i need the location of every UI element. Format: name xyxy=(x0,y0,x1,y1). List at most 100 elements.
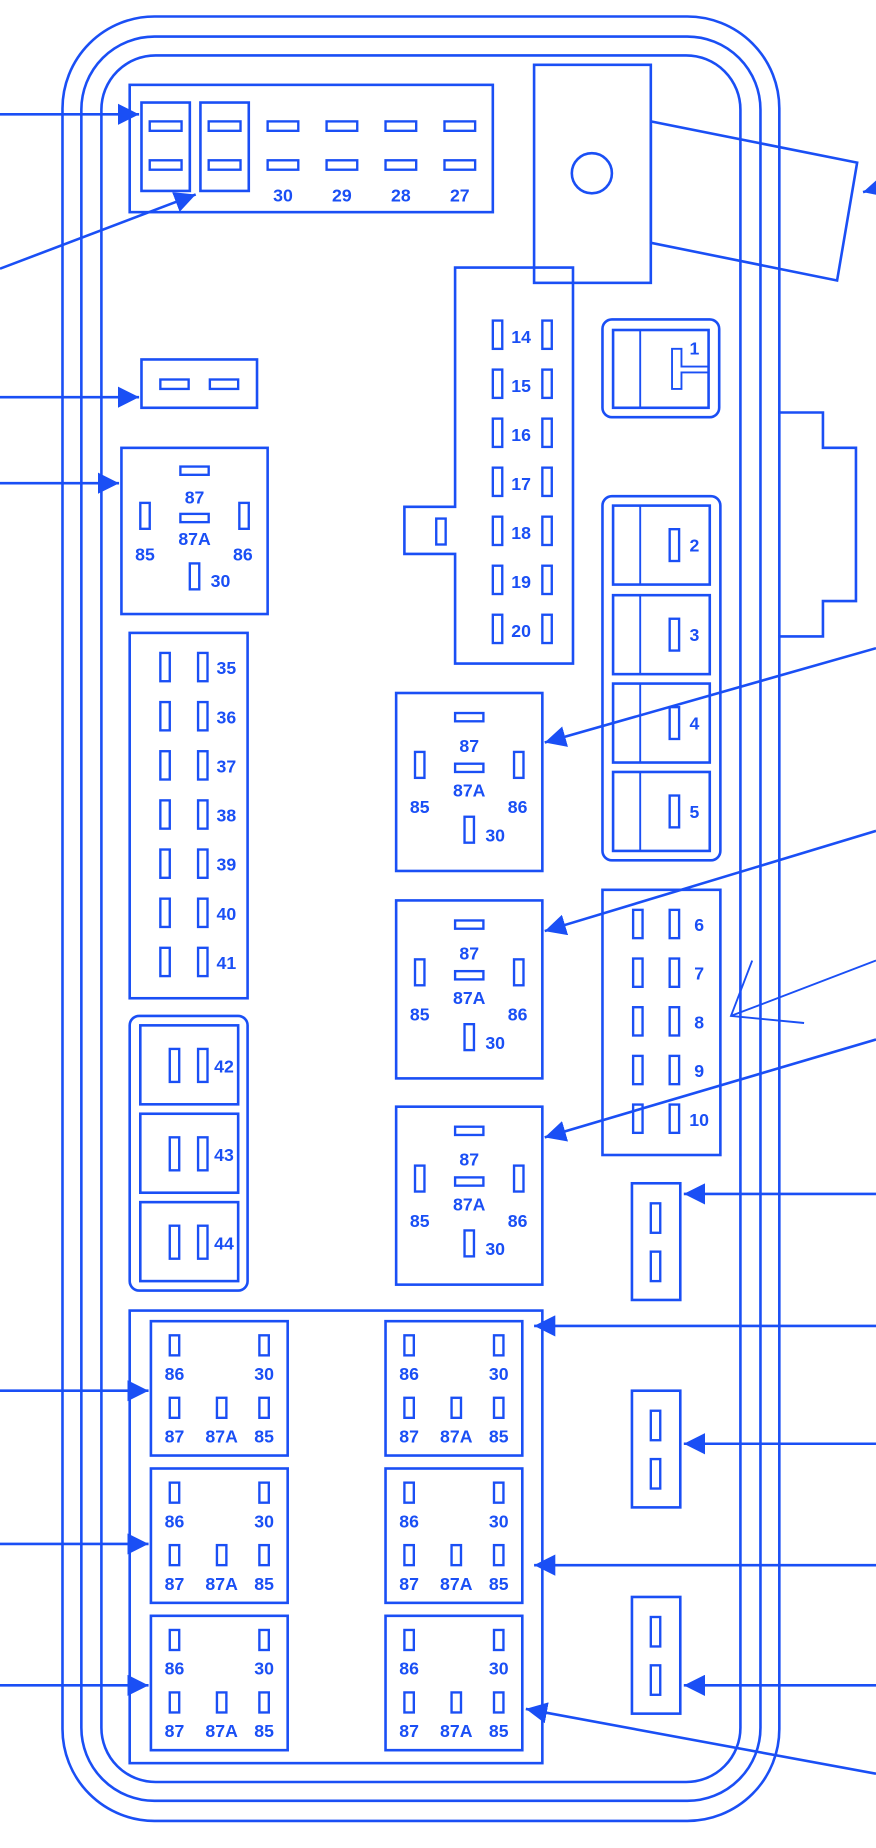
fuse-terminal xyxy=(541,368,553,400)
terminal-87 xyxy=(403,1543,416,1567)
side-connector-tab xyxy=(778,411,858,638)
right-cartridge-outline xyxy=(601,494,722,862)
fuse-number: 42 xyxy=(214,1057,234,1077)
pin-label-30: 30 xyxy=(485,1239,505,1259)
pin-label-85: 85 xyxy=(254,1427,274,1447)
callout-arrow xyxy=(0,192,197,270)
fuse-number: 38 xyxy=(217,806,237,826)
fuse-terminal xyxy=(668,794,681,829)
terminal-87 xyxy=(453,1125,485,1137)
terminal-87a xyxy=(453,1176,485,1187)
mini-fuse-19: 19 xyxy=(491,564,553,596)
fuse-terminal xyxy=(668,528,681,563)
pin-label-87a: 87A xyxy=(440,1721,473,1741)
fuse-terminal xyxy=(443,120,477,132)
fuse-clip xyxy=(671,347,709,390)
pin-label-85: 85 xyxy=(410,797,430,817)
fuse-terminal xyxy=(325,159,359,171)
large-fuse-1 xyxy=(140,101,192,193)
mini-fuse-17: 17 xyxy=(491,466,553,498)
fuse-terminal xyxy=(541,417,553,449)
fuse-number: 30 xyxy=(273,186,293,206)
mini-fuse-38: 38 xyxy=(159,799,237,830)
fuse-number: 15 xyxy=(511,376,531,396)
relay-outline xyxy=(149,1614,289,1752)
fuse-terminal xyxy=(196,848,209,879)
terminal-87a xyxy=(215,1691,228,1714)
fuse-terminal xyxy=(148,159,183,171)
terminal-86 xyxy=(512,958,525,987)
fuse-terminal xyxy=(159,946,171,978)
callout-arrow xyxy=(862,176,876,197)
fuse-terminal xyxy=(207,120,242,132)
fuse-terminal xyxy=(668,1103,681,1135)
fuse-terminal xyxy=(196,750,209,781)
terminal-87 xyxy=(168,1691,181,1714)
mini-fuse-37: 37 xyxy=(159,750,236,781)
relay-outline xyxy=(394,899,544,1080)
terminal-86 xyxy=(168,1481,181,1504)
terminal-87 xyxy=(168,1543,181,1567)
cartridge-fuse-holder xyxy=(601,318,721,419)
fuse-terminal xyxy=(168,1224,181,1260)
terminal-87a xyxy=(450,1543,463,1567)
fuse-terminal xyxy=(159,848,171,879)
fuse-terminal xyxy=(168,1047,181,1084)
pin-label-85: 85 xyxy=(489,1574,509,1594)
terminal-30 xyxy=(463,1023,476,1052)
fuse-terminal xyxy=(541,319,553,351)
terminal-85 xyxy=(492,1396,505,1420)
pin-label-87a: 87A xyxy=(178,529,211,549)
fuse-number: 39 xyxy=(217,855,237,875)
fuse-number: 44 xyxy=(214,1233,234,1253)
fuse-number: 28 xyxy=(391,186,411,206)
cartridge-fuse-1: 1 xyxy=(601,318,721,419)
mini-fuse-35: 35 xyxy=(159,651,237,683)
terminal-86 xyxy=(403,1334,416,1357)
mini-fuse-8: 8 xyxy=(631,1006,704,1037)
mini-fuse-41: 41 xyxy=(159,946,236,978)
pin-label-30: 30 xyxy=(485,1033,505,1053)
two-pin-holder-2 xyxy=(630,1389,682,1509)
fuse-number: 3 xyxy=(690,625,700,645)
fuse-terminal xyxy=(266,120,300,132)
side-terminal xyxy=(435,517,447,546)
fuse-number: 2 xyxy=(690,536,700,556)
cartridge-fuse-outline xyxy=(139,1112,240,1195)
fuse-terminal xyxy=(196,799,209,830)
terminal-30 xyxy=(258,1481,270,1504)
terminal-85 xyxy=(413,750,426,780)
terminal xyxy=(649,1409,662,1442)
fuse-terminal xyxy=(491,564,504,596)
fuse-terminal xyxy=(541,613,553,645)
top-fuse-block-outline xyxy=(128,83,495,214)
fuse-number: 35 xyxy=(217,658,237,678)
large-fuse-2 xyxy=(199,101,251,193)
fuse-terminal xyxy=(159,651,171,683)
fuse-number: 1 xyxy=(690,339,700,359)
fuse-terminal xyxy=(443,159,477,171)
cartridge-fuse-outline xyxy=(611,328,710,410)
fuse-number: 18 xyxy=(511,523,531,543)
fuse-terminal xyxy=(196,1136,209,1172)
right-fuse-column-outline xyxy=(601,888,722,1157)
pin-label-86: 86 xyxy=(399,1511,419,1531)
fuse-terminal xyxy=(491,515,504,547)
fuse-number: 6 xyxy=(694,915,704,935)
fuse-number: 8 xyxy=(694,1012,704,1032)
cartridge-fuse-42: 42 xyxy=(139,1024,240,1106)
fuse-number: 10 xyxy=(689,1110,709,1130)
cartridge-fuse-outline xyxy=(611,593,712,676)
mini-fuse-10: 10 xyxy=(631,1103,709,1135)
pin-label-87: 87 xyxy=(459,943,479,963)
terminal-86 xyxy=(168,1334,181,1357)
terminal-87 xyxy=(168,1396,181,1420)
terminal-87a xyxy=(215,1396,228,1420)
fuse-terminal xyxy=(631,1103,644,1135)
terminal-87a xyxy=(450,1396,463,1420)
fuse-terminal xyxy=(148,120,183,132)
pin-label-87: 87 xyxy=(165,1427,185,1447)
